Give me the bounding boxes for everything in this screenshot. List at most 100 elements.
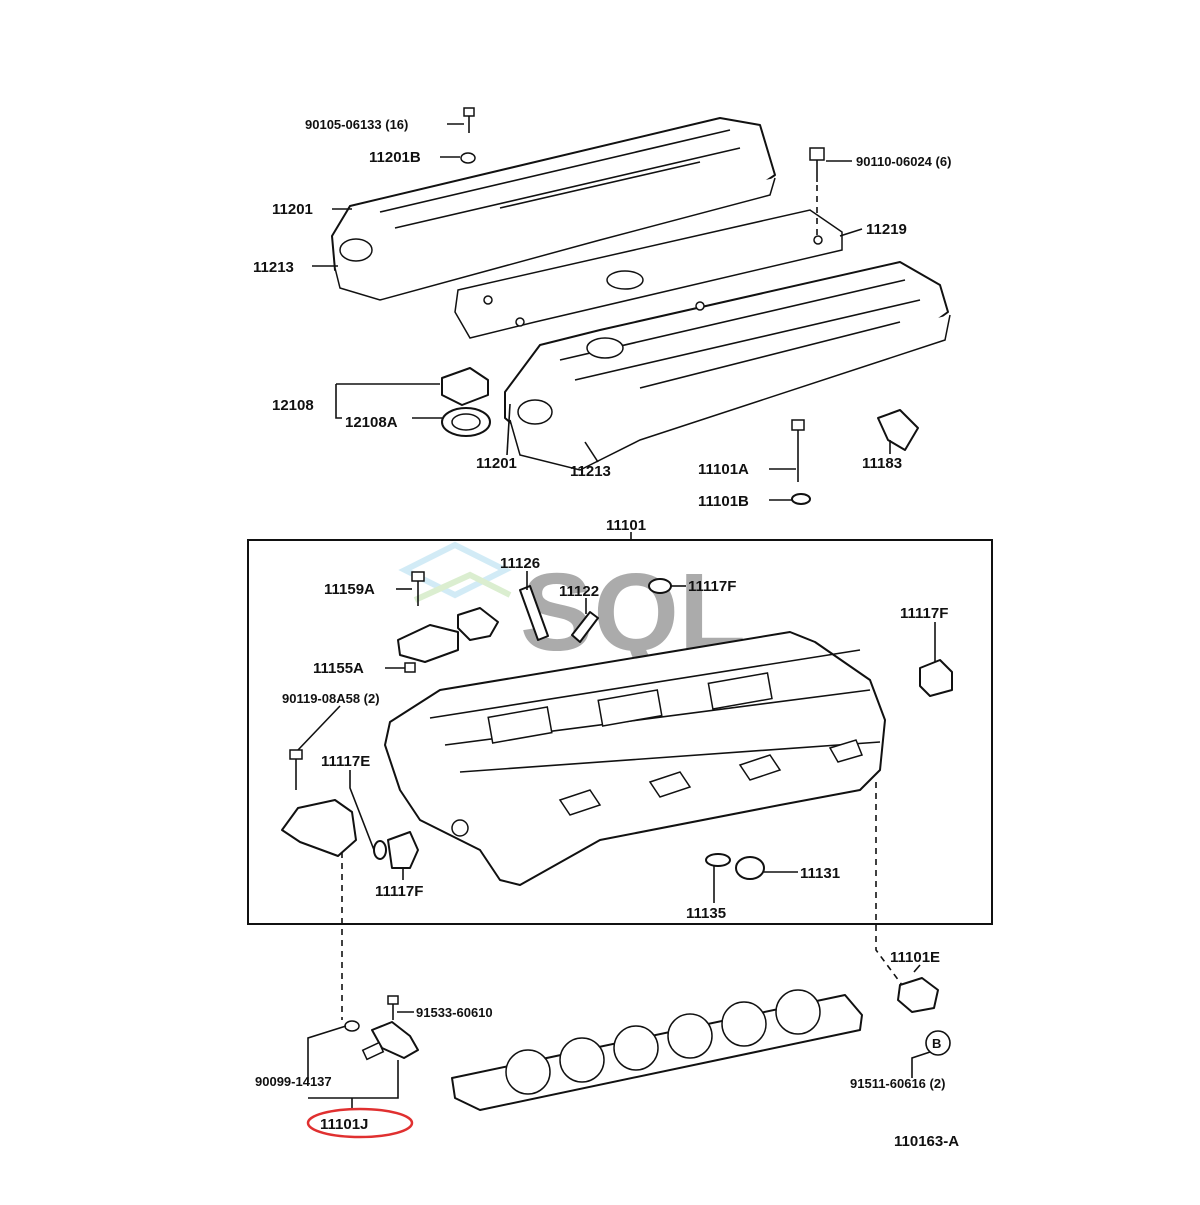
oil-cap-icon <box>441 367 489 406</box>
label-90099-14137: 90099-14137 <box>255 1074 332 1089</box>
label-11183: 11183 <box>862 455 902 472</box>
head-cover-left-ribs <box>379 129 741 229</box>
figure-code: 110163-A <box>894 1133 959 1150</box>
watermark-logo-accent-icon <box>413 571 512 603</box>
label-11213-bottom: 11213 <box>570 463 611 480</box>
intake-port <box>648 771 692 798</box>
highlighted-part: 11101J <box>306 1107 414 1139</box>
label-91511-60616: 91511-60616 (2) <box>850 1076 945 1091</box>
seal-11131-icon <box>735 856 765 880</box>
bolt-head-icon <box>463 107 475 117</box>
bolt-head-icon <box>411 571 425 582</box>
stud-head-icon <box>791 419 805 431</box>
label-11201-bottom: 11201 <box>476 455 517 472</box>
o-ring-90099-icon <box>344 1020 360 1032</box>
dowel-11155a-icon <box>404 662 416 673</box>
label-11117f-right: 11117F <box>900 605 948 622</box>
label-11101a: 11101A <box>698 461 749 478</box>
cylinder-head-body <box>384 631 886 886</box>
gasket-bore <box>721 1001 767 1047</box>
gasket-bore <box>559 1037 605 1083</box>
cam-journal <box>597 689 663 727</box>
gasket-bore <box>775 989 821 1035</box>
gasket-bore <box>505 1049 551 1095</box>
label-11131: 11131 <box>800 865 840 882</box>
water-outlet-housing-icon <box>281 799 357 857</box>
gasket-bore <box>613 1025 659 1071</box>
label-11117f-low: 11117F <box>375 883 423 900</box>
label-90119-08a58: 90119-08A58 (2) <box>282 691 380 706</box>
callout-label-b: B <box>932 1036 941 1051</box>
seal-11135-icon <box>705 853 731 867</box>
label-90110-06024: 90110-06024 (6) <box>856 154 951 169</box>
label-11219: 11219 <box>866 221 907 238</box>
label-12108a: 12108A <box>345 414 398 431</box>
bolt-head-icon <box>809 147 825 161</box>
label-11135: 11135 <box>686 905 726 922</box>
bolt-90119 <box>289 749 303 790</box>
bolt-head-icon <box>387 995 399 1005</box>
bolt-90110 <box>809 147 825 240</box>
label-11117f-top: 11117F <box>688 578 736 595</box>
plate-hole <box>483 295 493 305</box>
head-cover-right-port <box>517 399 553 425</box>
grommet-11201b-icon <box>460 152 476 164</box>
plug-11117e-icon <box>373 840 387 860</box>
label-11155a: 11155A <box>313 660 364 677</box>
sensor-body-icon <box>897 977 939 1013</box>
label-11213-left: 11213 <box>253 259 294 276</box>
plug-11117f-right-icon <box>919 659 953 697</box>
label-11159a: 11159A <box>324 581 375 598</box>
label-91533-60610: 91533-60610 <box>416 1005 493 1020</box>
head-plug <box>451 819 469 837</box>
label-11101e: 11101E <box>890 949 940 966</box>
label-11101j: 11101J <box>320 1116 368 1133</box>
cylinder-head <box>384 631 886 886</box>
head-cover-left-gasket <box>334 177 776 301</box>
gasket-bore <box>667 1013 713 1059</box>
sensor-11101j <box>344 995 419 1061</box>
part-labels: 90105-06133 (16) 11201B 11201 11213 9011… <box>253 117 959 1150</box>
camshaft-bearing-cap-icon <box>397 624 459 663</box>
oil-filler-opening <box>586 337 624 359</box>
leader-lines <box>297 123 936 1110</box>
cylinder-head-assembly-box <box>247 539 993 925</box>
valve-guide-11122-icon <box>571 611 599 643</box>
intake-port <box>828 739 864 763</box>
head-cover-left <box>331 117 776 301</box>
label-11101: 11101 <box>606 517 646 534</box>
label-11117e: 11117E <box>321 753 370 770</box>
label-11122: 11122 <box>559 583 599 600</box>
sensor-thread <box>361 1041 385 1061</box>
stud-11101a <box>791 419 811 505</box>
head-cover-right-gasket <box>509 314 951 471</box>
head-cover-left-port <box>339 238 373 262</box>
plug-11117f-low-icon <box>387 831 419 869</box>
label-11126: 11126 <box>500 555 540 572</box>
callout-circle-b <box>925 1030 951 1056</box>
label-11201-top: 11201 <box>272 201 313 218</box>
bolt-head-icon <box>289 749 303 760</box>
oil-cap-gasket-inner <box>451 413 481 431</box>
part-11183-icon <box>877 409 919 451</box>
plug-11117f-top-icon <box>648 578 672 594</box>
intake-port <box>738 754 782 781</box>
head-gasket <box>451 989 863 1111</box>
watermark-logo-icon <box>398 541 512 599</box>
center-cover-plate <box>454 209 843 339</box>
plate-hole <box>695 301 705 311</box>
label-11201b: 11201B <box>369 149 421 166</box>
center-cover-emblem <box>606 270 644 290</box>
oil-filler-cap <box>441 367 491 437</box>
sensor-11101e <box>897 977 951 1056</box>
bolt-11159a <box>411 571 425 606</box>
intake-port <box>558 789 602 816</box>
head-cover-right <box>504 261 951 471</box>
cam-journal <box>487 706 553 744</box>
spark-plug-cover-plate <box>454 209 843 339</box>
highlight-ring <box>306 1107 414 1139</box>
camshaft-bearing-cap-icon <box>457 607 499 641</box>
label-12108: 12108 <box>272 397 314 414</box>
